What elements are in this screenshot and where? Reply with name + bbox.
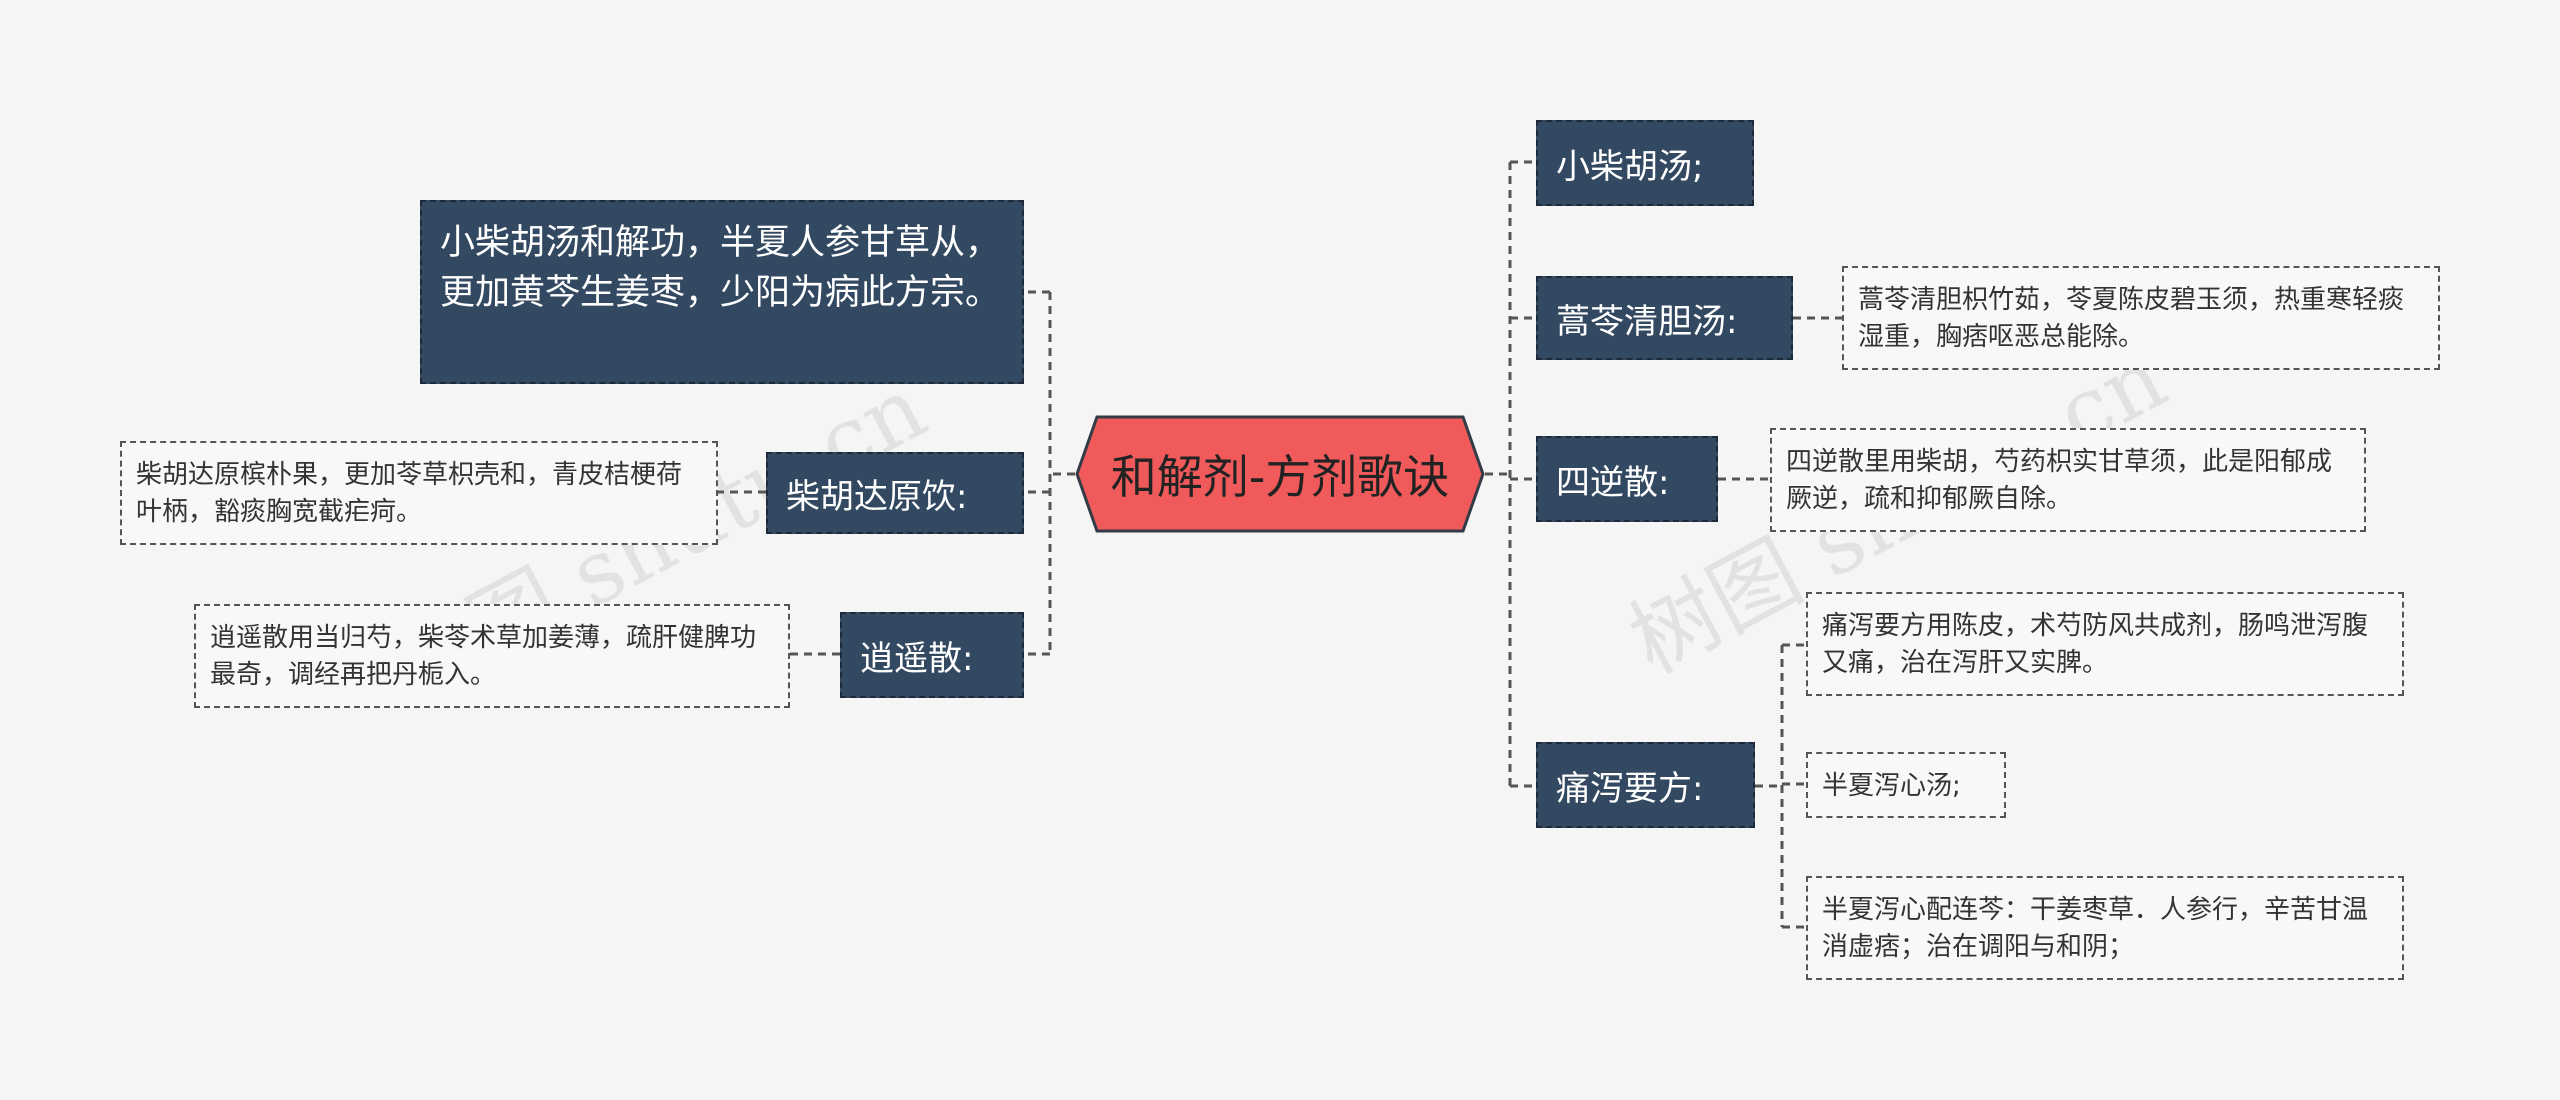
topic-label: 柴胡达原饮: [786, 476, 968, 517]
topic-label: 小柴胡汤; [1556, 146, 1704, 187]
topic-label: 小柴胡汤和解功，半夏人参甘草从，更加黄芩生姜枣，少阳为病此方宗。 [440, 223, 1001, 313]
note-tongxie-fang[interactable]: 痛泻要方用陈皮，术芍防风共成剂，肠鸣泄泻腹又痛，治在泻肝又实脾。 [1806, 592, 2404, 696]
note-chaihu-dayuan[interactable]: 柴胡达原槟朴果，更加苓草枳壳和，青皮桔梗荷叶柄，豁痰胸宽截疟疴。 [120, 441, 718, 545]
topic-label: 四逆散: [1556, 462, 1670, 503]
note-text: 半夏泻心配连芩：干姜枣草．人参行，辛苦甘温消虚痞；治在调阳与和阴； [1822, 895, 2369, 962]
topic-chaihu-dayuan[interactable]: 柴胡达原饮: [766, 452, 1024, 534]
note-text: 四逆散里用柴胡，芍药枳实甘草须，此是阳郁成厥逆，疏和抑郁厥自除。 [1786, 447, 2333, 514]
topic-haoqin[interactable]: 蒿苓清胆汤: [1536, 276, 1793, 360]
central-topic[interactable]: 和解剂-方剂歌诀 [1075, 415, 1485, 533]
topic-sini[interactable]: 四逆散: [1536, 436, 1718, 522]
note-text: 痛泻要方用陈皮，术芍防风共成剂，肠鸣泄泻腹又痛，治在泻肝又实脾。 [1822, 611, 2369, 678]
note-text: 蒿苓清胆枳竹茹，苓夏陈皮碧玉须，热重寒轻痰湿重，胸痞呕恶总能除。 [1858, 285, 2405, 352]
note-banxia-xiexin-verse[interactable]: 半夏泻心配连芩：干姜枣草．人参行，辛苦甘温消虚痞；治在调阳与和阴； [1806, 876, 2404, 980]
topic-label: 逍遥散: [860, 638, 974, 679]
note-haoqin[interactable]: 蒿苓清胆枳竹茹，苓夏陈皮碧玉须，热重寒轻痰湿重，胸痞呕恶总能除。 [1842, 266, 2440, 370]
note-text: 柴胡达原槟朴果，更加苓草枳壳和，青皮桔梗荷叶柄，豁痰胸宽截疟疴。 [136, 460, 683, 527]
note-sini[interactable]: 四逆散里用柴胡，芍药枳实甘草须，此是阳郁成厥逆，疏和抑郁厥自除。 [1770, 428, 2366, 532]
topic-xiaoyao[interactable]: 逍遥散: [840, 612, 1024, 698]
note-text: 逍遥散用当归芍，柴苓术草加姜薄，疏肝健脾功最奇，调经再把丹栀入。 [210, 623, 757, 690]
topic-tongxie[interactable]: 痛泻要方: [1536, 742, 1755, 828]
note-xiaoyao[interactable]: 逍遥散用当归芍，柴苓术草加姜薄，疏肝健脾功最奇，调经再把丹栀入。 [194, 604, 790, 708]
topic-label: 痛泻要方: [1556, 768, 1704, 809]
note-banxia-xiexin[interactable]: 半夏泻心汤; [1806, 752, 2006, 818]
central-topic-label: 和解剂-方剂歌诀 [1110, 450, 1450, 504]
topic-xiao-chaihu-verse[interactable]: 小柴胡汤和解功，半夏人参甘草从，更加黄芩生姜枣，少阳为病此方宗。 [420, 200, 1024, 384]
note-text: 半夏泻心汤; [1822, 771, 1961, 801]
topic-label: 蒿苓清胆汤: [1556, 301, 1738, 342]
central-hexagon [1075, 415, 1485, 533]
topic-xiao-chaihu[interactable]: 小柴胡汤; [1536, 120, 1754, 206]
